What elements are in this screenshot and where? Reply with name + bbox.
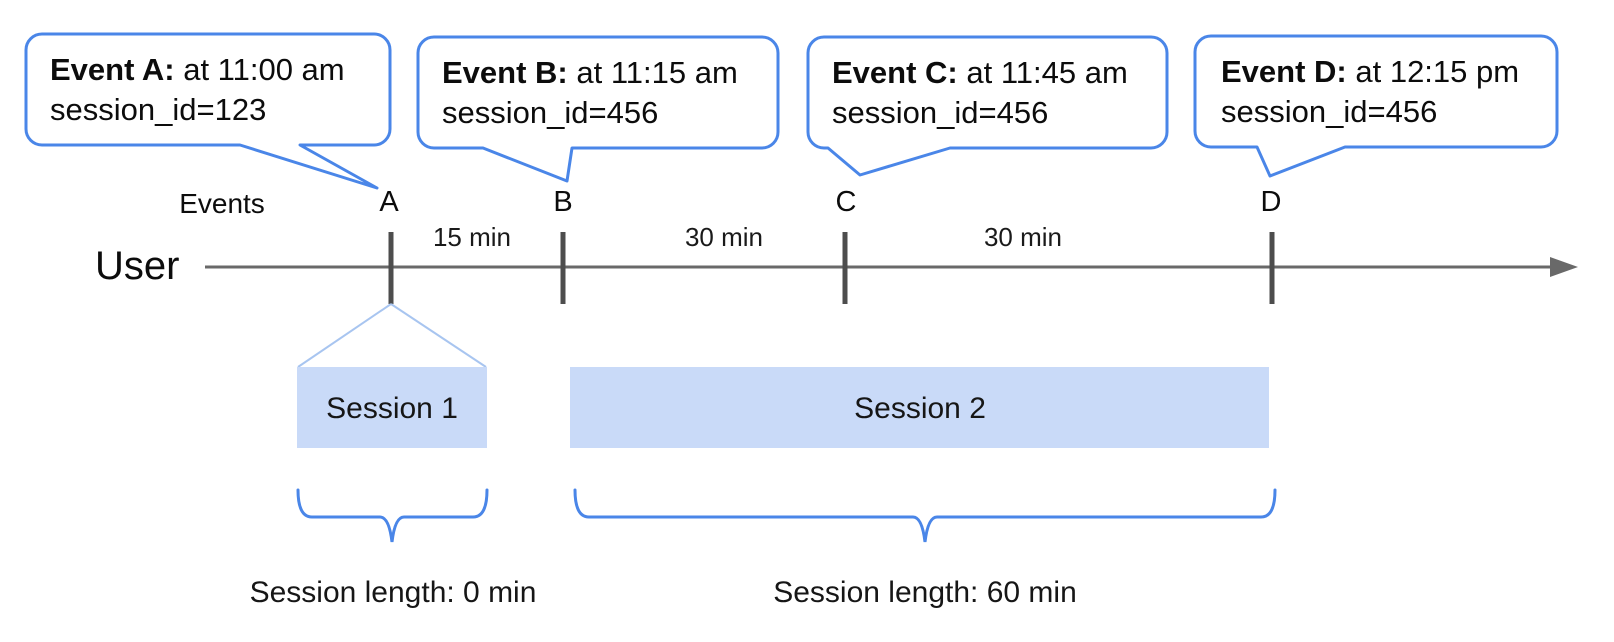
session1-funnel-left-line <box>297 303 392 368</box>
session2-length-label: Session length: 60 min <box>773 576 1077 609</box>
event-d-line1: Event D: at 12:15 pm <box>1221 52 1519 92</box>
interval-a-b-label: 15 min <box>432 222 512 252</box>
event-d-time: at 12:15 pm <box>1346 53 1520 89</box>
session1-bar <box>297 367 487 448</box>
event-c-session-id: session_id=456 <box>832 94 1049 130</box>
interval-b-c-label: 30 min <box>684 222 764 252</box>
session1-bar-label: Session 1 <box>326 392 458 425</box>
event-b-line1: Event B: at 11:15 am <box>442 53 738 93</box>
event-c-line1: Event C: at 11:45 am <box>832 53 1128 93</box>
event-c-letter: C <box>835 186 857 218</box>
event-d-callout-text: Event D: at 12:15 pm session_id=456 <box>1221 36 1519 147</box>
event-a-callout-bubble <box>24 32 392 190</box>
user-axis-label: User <box>95 244 180 288</box>
event-d-letter: D <box>1260 186 1282 218</box>
event-a-time: at 11:00 am <box>174 51 345 87</box>
event-d-session-id: session_id=456 <box>1221 93 1438 129</box>
event-b-callout-bubble <box>416 35 780 183</box>
session2-bar <box>570 367 1269 448</box>
session1-funnel-right-line <box>390 303 487 368</box>
session1-length-label: Session length: 0 min <box>249 576 537 609</box>
events-row-label: Events <box>179 188 265 219</box>
event-a-line1: Event A: at 11:00 am <box>50 50 345 90</box>
event-c-time: at 11:45 am <box>957 54 1128 90</box>
event-a-callout-text: Event A: at 11:00 am session_id=123 <box>50 34 345 145</box>
event-d-title: Event D: <box>1221 53 1347 89</box>
event-d-callout-bubble <box>1193 34 1559 178</box>
event-a-letter: A <box>379 186 399 218</box>
session2-brace <box>573 488 1277 543</box>
event-c-callout-bubble <box>806 35 1169 177</box>
event-c-title: Event C: <box>832 54 958 90</box>
event-b-title: Event B: <box>442 54 568 90</box>
event-a-session-id: session_id=123 <box>50 91 267 127</box>
event-b-callout-text: Event B: at 11:15 am session_id=456 <box>442 37 738 148</box>
event-b-time: at 11:15 am <box>567 54 738 90</box>
event-a-title: Event A: <box>50 51 175 87</box>
event-b-session-id: session_id=456 <box>442 94 659 130</box>
timeline-arrowhead-icon <box>1550 257 1578 277</box>
session1-brace <box>296 488 489 543</box>
event-c-callout-text: Event C: at 11:45 am session_id=456 <box>832 37 1128 148</box>
event-b-letter: B <box>553 186 573 218</box>
interval-c-d-label: 30 min <box>983 222 1063 252</box>
session2-bar-label: Session 2 <box>854 392 986 425</box>
